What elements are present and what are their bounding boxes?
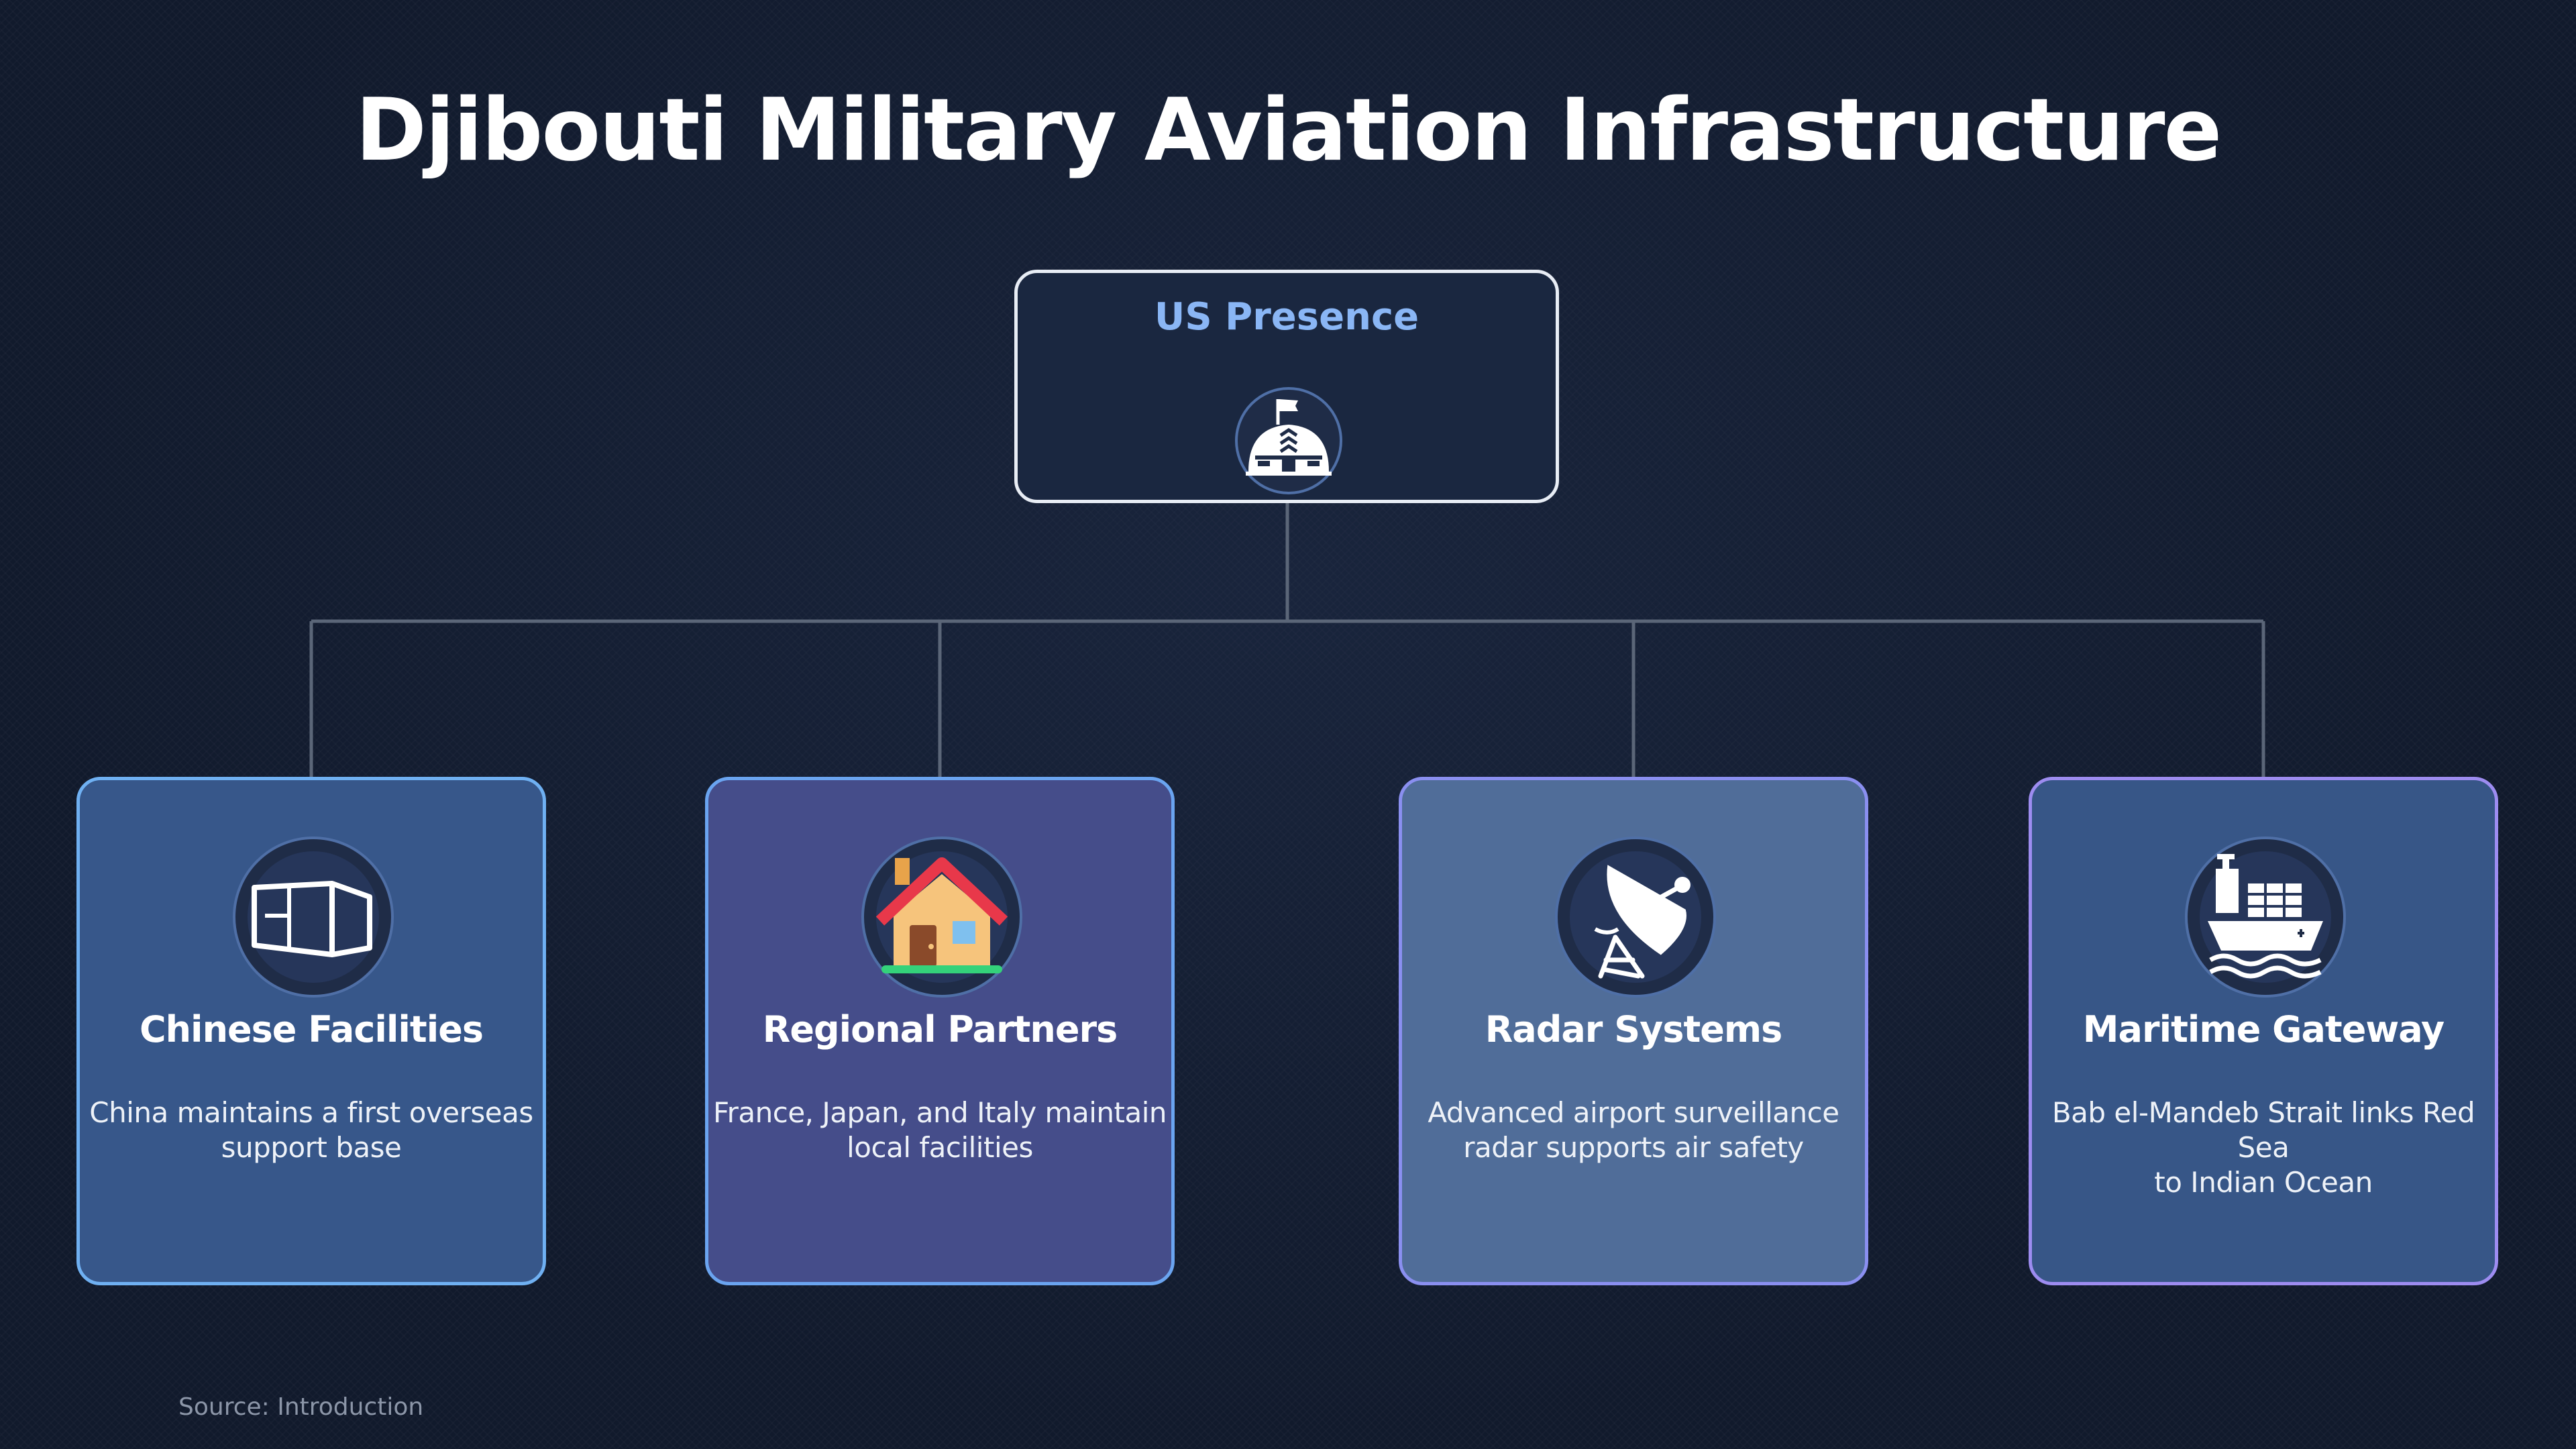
card-description-line: Bab el-Mandeb Strait links Red Sea — [2051, 1096, 2475, 1164]
military-base-icon — [1235, 387, 1342, 494]
card-description: Bab el-Mandeb Strait links Red Sea to In… — [2032, 1095, 2495, 1200]
root-node-title: US Presence — [1154, 295, 1419, 339]
cargo-ship-icon — [2185, 837, 2346, 998]
card-description: China maintains a first overseas support… — [80, 1095, 543, 1165]
card-regional-partners: Regional Partners France, Japan, and Ita… — [705, 777, 1175, 1285]
card-chinese-facilities: Chinese Facilities China maintains a fir… — [76, 777, 546, 1285]
card-description-line: support base — [221, 1131, 402, 1164]
card-title: Radar Systems — [1485, 1008, 1783, 1051]
card-description-line: local facilities — [847, 1131, 1033, 1164]
shipping-container-icon — [233, 837, 394, 998]
card-description: Advanced airport surveillance radar supp… — [1402, 1095, 1865, 1165]
source-caption: Source: Introduction — [178, 1393, 424, 1421]
card-description-line: Advanced airport surveillance — [1428, 1096, 1839, 1129]
card-title: Maritime Gateway — [2082, 1008, 2445, 1051]
card-title: Chinese Facilities — [139, 1008, 484, 1051]
card-description-line: France, Japan, and Italy maintain — [713, 1096, 1167, 1129]
house-icon — [861, 837, 1022, 998]
satellite-dish-icon — [1555, 837, 1716, 998]
root-node-us-presence: US Presence — [1014, 270, 1559, 503]
card-maritime-gateway: Maritime Gateway Bab el-Mandeb Strait li… — [2029, 777, 2498, 1285]
page-title: Djibouti Military Aviation Infrastructur… — [355, 80, 2222, 180]
card-description: France, Japan, and Italy maintain local … — [708, 1095, 1171, 1165]
card-description-line: to Indian Ocean — [2154, 1166, 2373, 1199]
card-radar-systems: Radar Systems Advanced airport surveilla… — [1399, 777, 1868, 1285]
card-description-line: radar supports air safety — [1463, 1131, 1804, 1164]
card-title: Regional Partners — [762, 1008, 1118, 1051]
card-description-line: China maintains a first overseas — [89, 1096, 533, 1129]
